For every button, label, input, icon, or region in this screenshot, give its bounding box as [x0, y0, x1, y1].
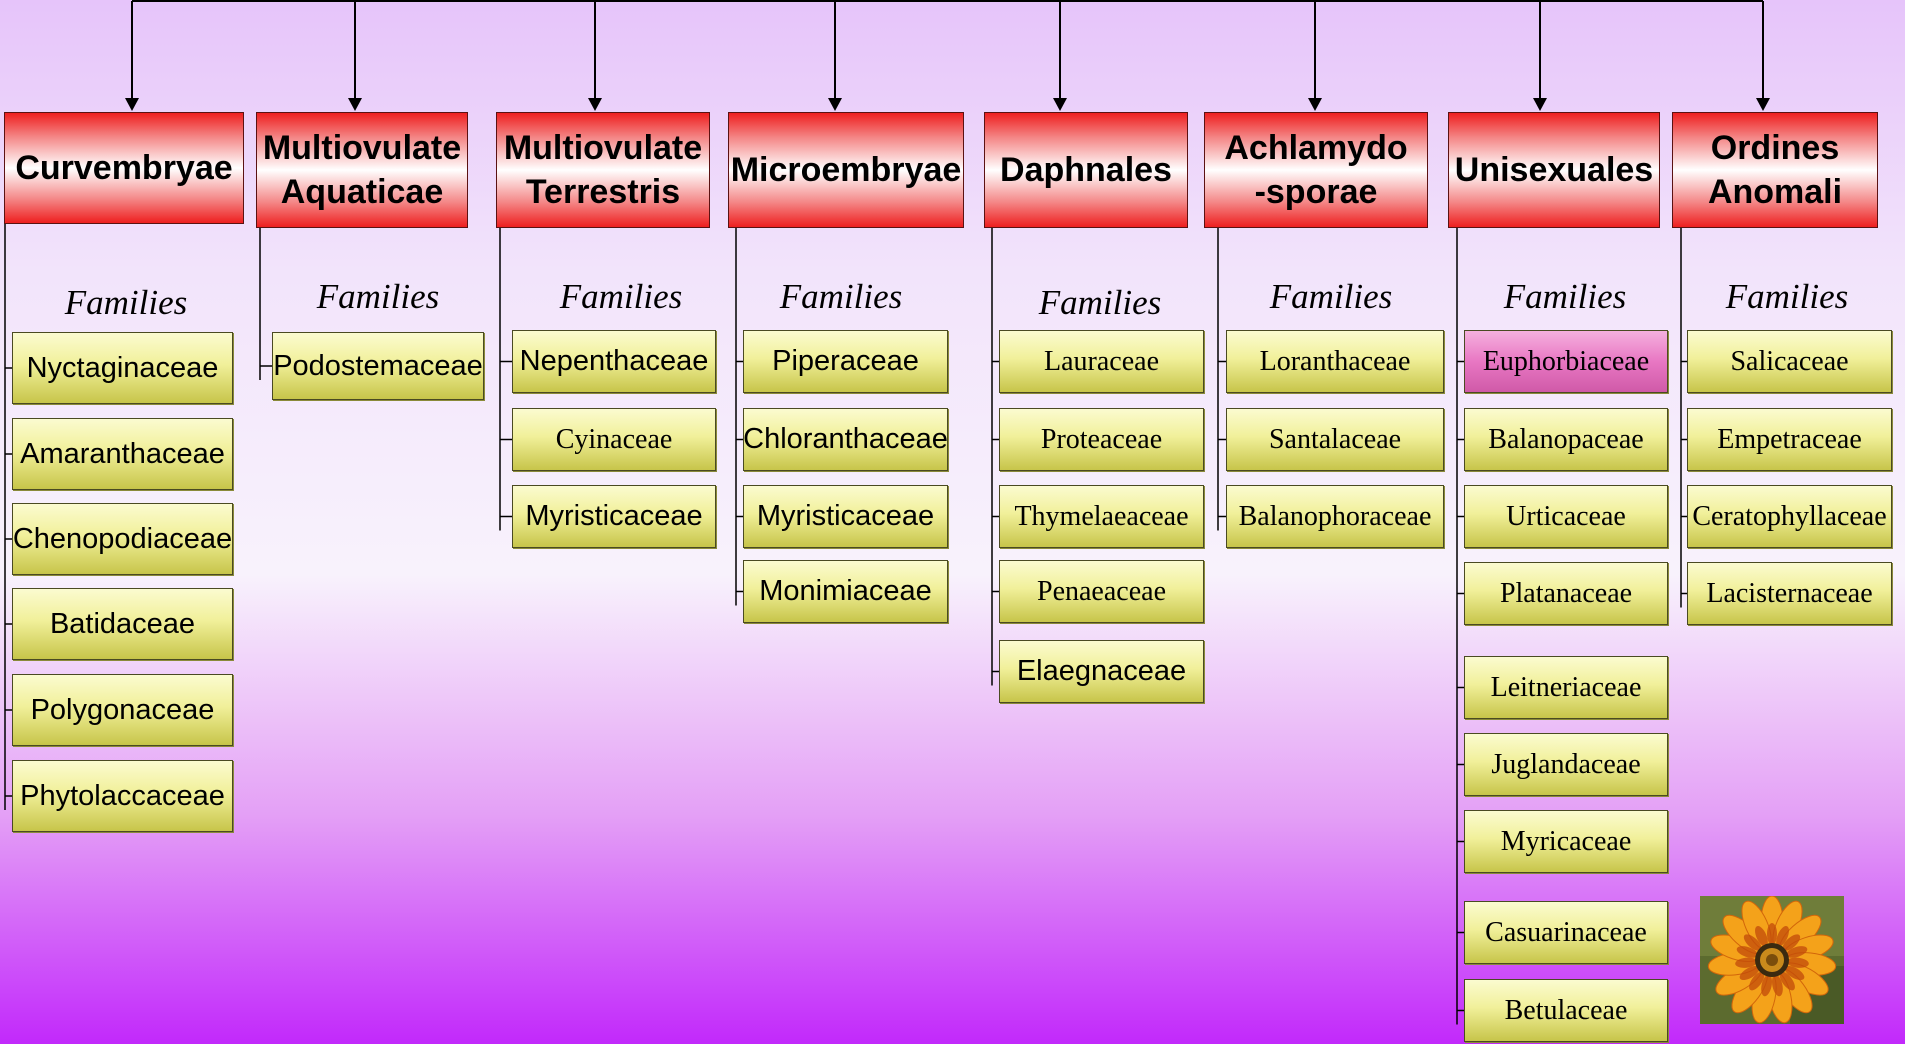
family-box: Phytolaccaceae — [12, 760, 233, 832]
family-box: Juglandaceae — [1464, 733, 1668, 796]
family-box: Empetraceae — [1687, 408, 1892, 471]
family-box: Penaeaceae — [999, 560, 1204, 623]
family-box: Chloranthaceae — [743, 408, 948, 471]
family-box: Balanophoraceae — [1226, 485, 1444, 548]
family-box-highlighted: Euphorbiaceae — [1464, 330, 1668, 393]
family-box: Myricaceae — [1464, 810, 1668, 873]
family-box: Nyctaginaceae — [12, 332, 233, 404]
family-box: Thymelaeaceae — [999, 485, 1204, 548]
family-box: Elaegnaceae — [999, 640, 1204, 703]
arrow-head — [348, 98, 362, 111]
flower-image — [1700, 896, 1844, 1024]
family-box: Leitneriaceae — [1464, 656, 1668, 719]
arrow-head — [1756, 98, 1770, 111]
family-box: Santalaceae — [1226, 408, 1444, 471]
families-label: Families — [560, 277, 682, 317]
group-header-unisexuales: Unisexuales — [1448, 112, 1660, 228]
family-box: Chenopodiaceae — [12, 503, 233, 575]
group-header-multiovulate-aquaticae: Multiovulate Aquaticae — [256, 112, 468, 228]
family-box: Balanopaceae — [1464, 408, 1668, 471]
group-header-microembryae: Microembryae — [728, 112, 964, 228]
family-box: Urticaceae — [1464, 485, 1668, 548]
family-box: Lacisternaceae — [1687, 562, 1892, 625]
arrow-head — [1308, 98, 1322, 111]
families-label: Families — [1504, 277, 1626, 317]
family-box: Loranthaceae — [1226, 330, 1444, 393]
family-box: Platanaceae — [1464, 562, 1668, 625]
group-header-ordines-anomali: Ordines Anomali — [1672, 112, 1878, 228]
arrow-head — [588, 98, 602, 111]
family-box: Betulaceae — [1464, 979, 1668, 1042]
family-box: Ceratophyllaceae — [1687, 485, 1892, 548]
family-box: Amaranthaceae — [12, 418, 233, 490]
family-box: Myristicaceae — [743, 485, 948, 548]
arrow-head — [125, 98, 139, 111]
arrow-head — [1053, 98, 1067, 111]
family-box: Cyinaceae — [512, 408, 716, 471]
families-label: Families — [1270, 277, 1392, 317]
family-box: Casuarinaceae — [1464, 901, 1668, 964]
group-header-achlamydosporae: Achlamydo -sporae — [1204, 112, 1428, 228]
family-box: Batidaceae — [12, 588, 233, 660]
families-label: Families — [1039, 283, 1161, 323]
families-label: Families — [780, 277, 902, 317]
family-box: Myristicaceae — [512, 485, 716, 548]
family-box: Nepenthaceae — [512, 330, 716, 393]
group-header-daphnales: Daphnales — [984, 112, 1188, 228]
families-label: Families — [1726, 277, 1848, 317]
family-box: Monimiaceae — [743, 560, 948, 623]
arrow-head — [828, 98, 842, 111]
family-box: Podostemaceae — [272, 332, 484, 400]
family-box: Salicaceae — [1687, 330, 1892, 393]
families-label: Families — [65, 283, 187, 323]
group-header-curvembryae: Curvembryae — [4, 112, 244, 224]
family-box: Proteaceae — [999, 408, 1204, 471]
family-box: Piperaceae — [743, 330, 948, 393]
arrow-head — [1533, 98, 1547, 111]
family-box: Polygonaceae — [12, 674, 233, 746]
group-header-multiovulate-terrestris: Multiovulate Terrestris — [496, 112, 710, 228]
family-box: Lauraceae — [999, 330, 1204, 393]
families-label: Families — [317, 277, 439, 317]
